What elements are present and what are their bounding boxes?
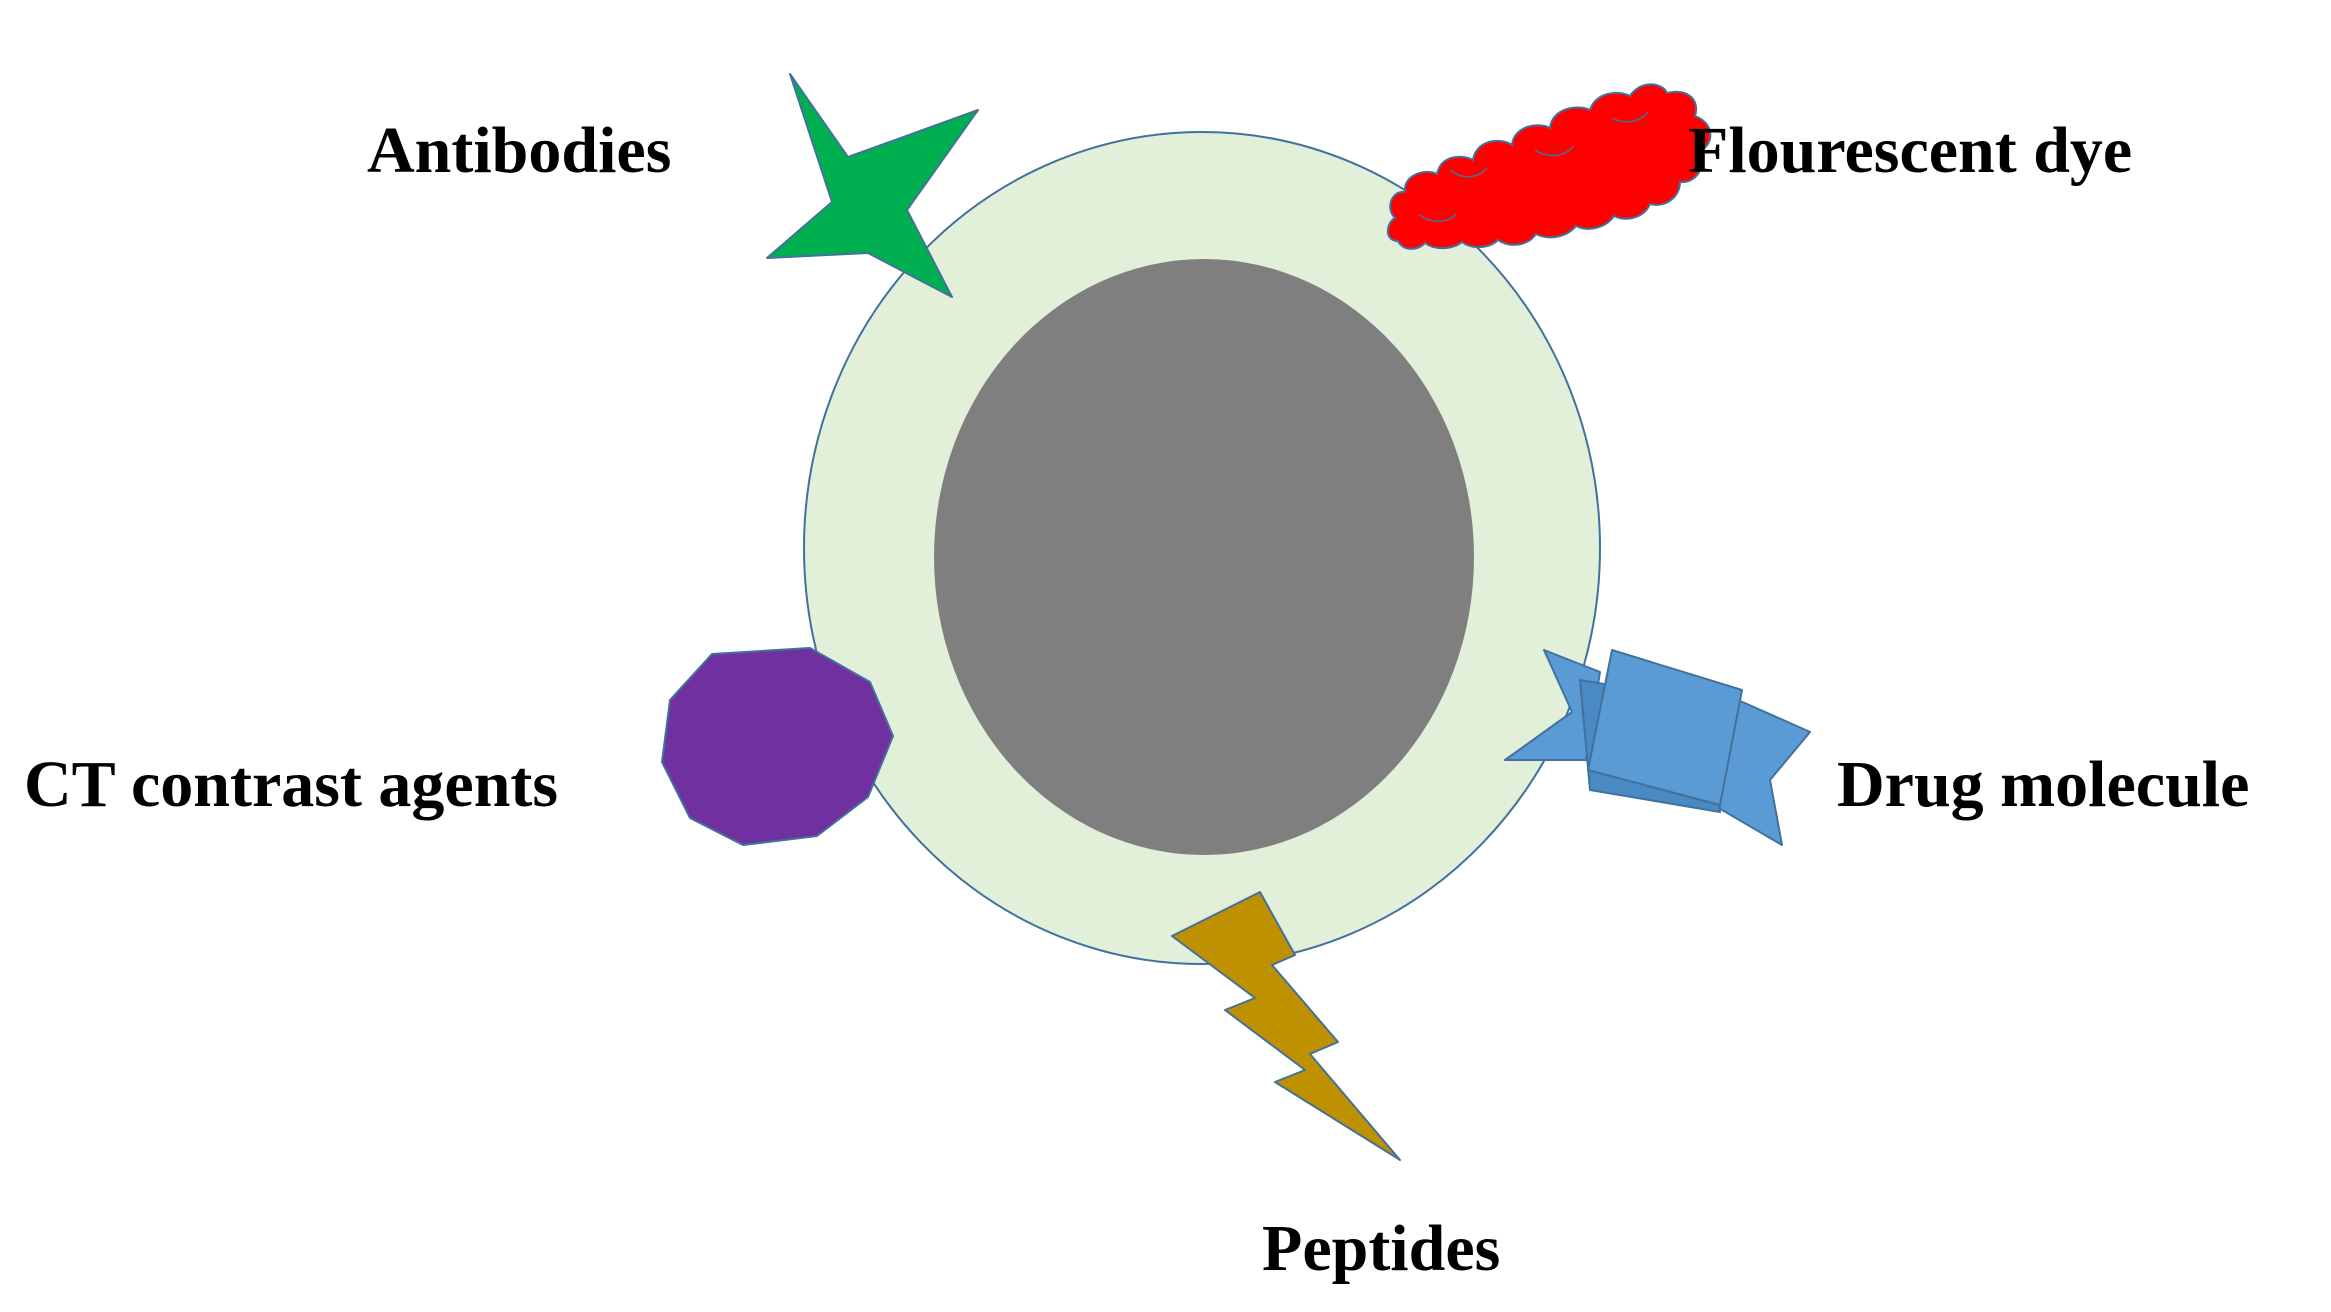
peptides-label: Peptides [1262,1212,1500,1285]
fluorescent-dye-cloud-icon [1386,83,1712,250]
antibodies-label: Antibodies [367,114,671,187]
ct-contrast-agent-decagon-icon [661,647,894,846]
nanoparticle-core [934,259,1474,855]
drug-molecule-ribbon-icon [1504,649,1811,846]
antibody-star-icon [766,73,979,298]
peptide-lightning-bolt-icon [1171,891,1401,1161]
ct-contrast-agents-label: CT contrast agents [24,748,558,821]
fluorescent-dye-label: Flourescent dye [1688,114,2132,187]
drug-molecule-label: Drug molecule [1837,748,2249,821]
